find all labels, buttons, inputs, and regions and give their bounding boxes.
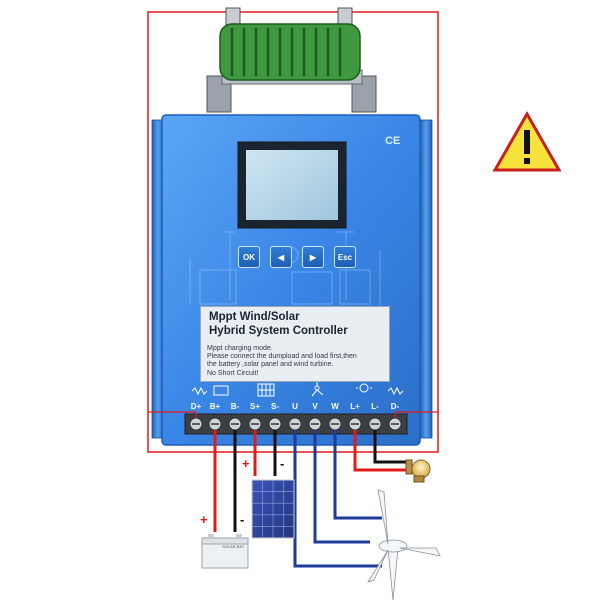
left-arrow-button[interactable]: ◀ — [270, 246, 292, 268]
solar-minus-sign: - — [280, 456, 285, 471]
esc-button[interactable]: Esc — [334, 246, 356, 268]
solar-plus-sign: + — [242, 456, 250, 471]
wind-wire-u — [293, 430, 382, 568]
terminal-label-b-minus: B- — [230, 402, 240, 411]
label-note-line: Please connect the dumpload and load fir… — [207, 353, 357, 361]
terminal-label-b-plus: B+ — [209, 402, 221, 411]
battery-icon — [201, 534, 249, 569]
solar-panel-icon — [251, 479, 295, 539]
dump-load-lead-left — [148, 411, 197, 418]
terminal-label-u: U — [292, 402, 298, 411]
dump-load-lead-right — [394, 411, 438, 418]
label-title-line1: Mppt Wind/Solar — [209, 311, 300, 323]
ce-mark: CE — [385, 135, 401, 147]
battery-label: SOLAR BAT — [222, 544, 245, 549]
terminal-label-v: V — [312, 402, 318, 411]
light-bulb-icon — [405, 459, 431, 483]
right-arrow-button[interactable]: ▶ — [302, 246, 324, 268]
wind-wire-v — [313, 430, 370, 544]
battery-minus-sign: - — [240, 512, 245, 527]
terminal-label-d-minus: D- — [390, 402, 400, 411]
load-negative-wire — [373, 430, 408, 464]
battery-plus-sign: + — [200, 512, 208, 527]
terminal-label-l-minus: L- — [371, 402, 379, 411]
label-title-line2: Hybrid System Controller — [209, 325, 348, 337]
ok-button[interactable]: OK — [238, 246, 260, 268]
label-note-line: No Short Circuit! — [207, 369, 259, 377]
terminal-label-w: W — [331, 402, 339, 411]
wind-wire-w — [333, 430, 382, 520]
label-instructions: Mppt charging mode. Please connect the d… — [207, 345, 389, 378]
terminal-label-s-minus: S- — [271, 402, 279, 411]
terminal-label-l-plus: L+ — [350, 402, 360, 411]
lcd-screen — [246, 150, 338, 220]
keypad: OK ◀ ▶ Esc — [238, 246, 358, 270]
load-positive-wire — [353, 430, 408, 472]
terminal-label-d-plus: D+ — [190, 402, 202, 411]
wind-turbine-icon — [367, 489, 441, 600]
housing-fin-right — [419, 119, 433, 439]
terminal-label-s-plus: S+ — [249, 402, 260, 411]
warning-icon — [492, 110, 562, 172]
dump-load-resistor-icon — [206, 7, 377, 113]
product-label: Mppt Wind/Solar Hybrid System Controller… — [200, 306, 390, 382]
label-note-line: the battery ,solar panel and wind turbin… — [207, 361, 334, 369]
label-note-line: Mppt charging mode. — [207, 345, 273, 352]
